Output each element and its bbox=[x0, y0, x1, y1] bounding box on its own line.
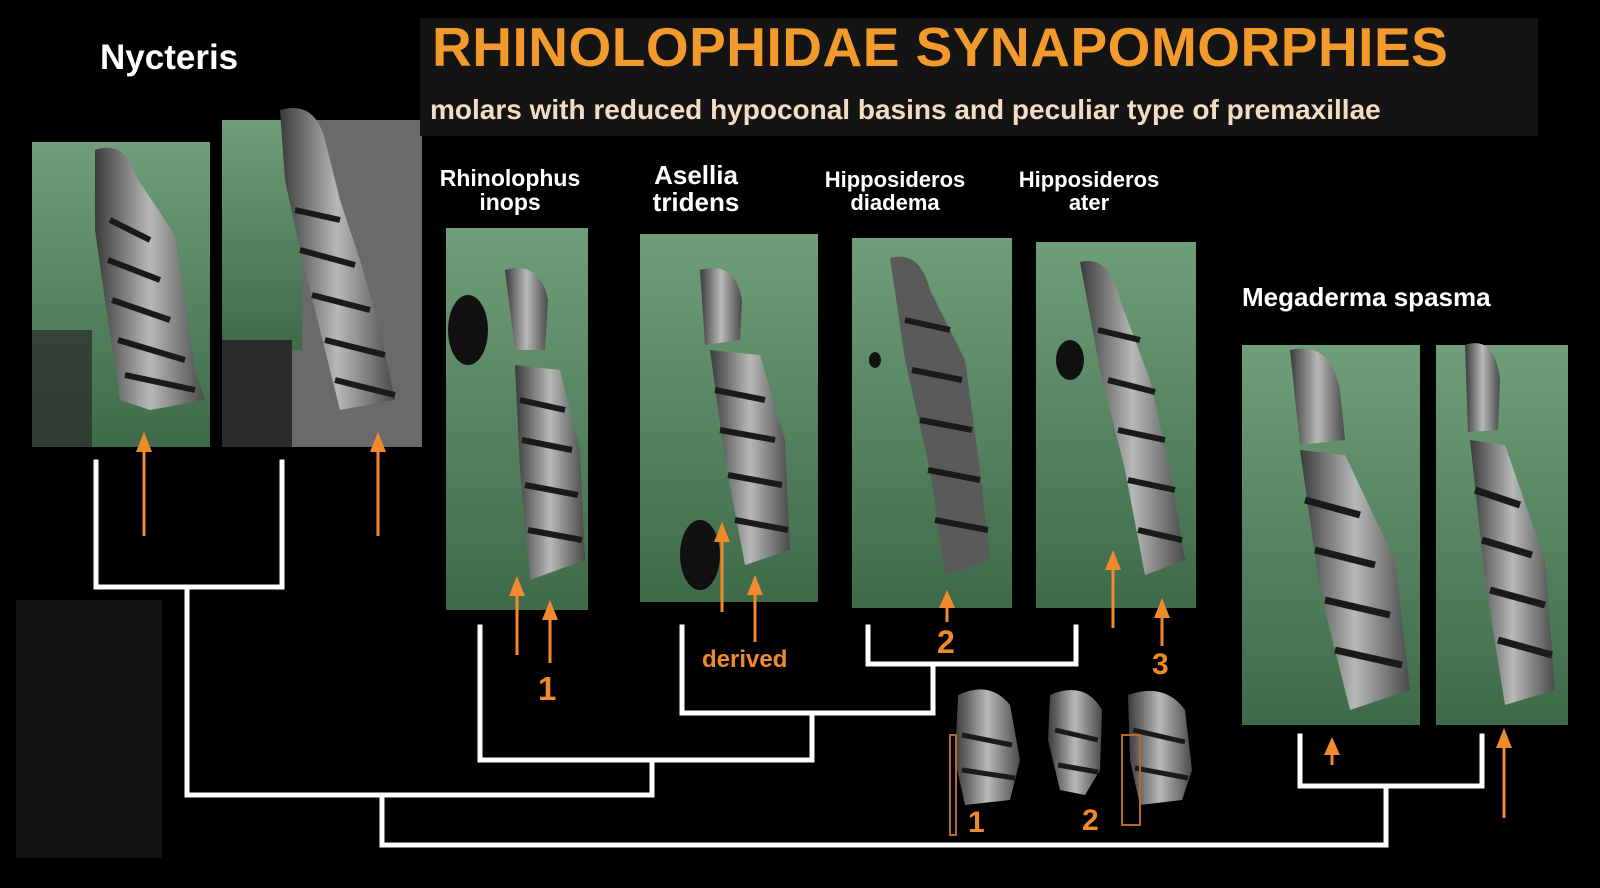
rhinolophus-specimen bbox=[446, 228, 588, 610]
megaderma-specimen-left bbox=[1242, 345, 1420, 725]
asellia-specimen bbox=[640, 234, 818, 602]
arrows bbox=[136, 432, 1512, 818]
nycteris-specimen-left bbox=[32, 142, 210, 447]
label-molar-2: 2 bbox=[1082, 804, 1099, 837]
hipposideros-diadema-specimen bbox=[852, 238, 1012, 608]
label-asellia-tridens: Asellia tridens bbox=[652, 160, 740, 218]
page-title: RHINOLOPHIDAE SYNAPOMORPHIES bbox=[432, 16, 1449, 78]
arrow-ater-a bbox=[1105, 550, 1121, 628]
arrow-rhinolophus-b bbox=[542, 600, 558, 663]
arrow-asellia-a bbox=[714, 522, 730, 612]
nycteris-specimen-right bbox=[222, 108, 422, 447]
page-subtitle: molars with reduced hypoconal basins and… bbox=[430, 94, 1381, 125]
arrow-megaderma-left bbox=[1324, 737, 1340, 765]
label-megaderma-spasma: Megaderma spasma bbox=[1242, 282, 1491, 312]
label-feature-3: 3 bbox=[1152, 648, 1169, 681]
isolated-molar-2 bbox=[1048, 690, 1102, 795]
label-molar-1: 1 bbox=[968, 806, 985, 839]
isolated-molar-1 bbox=[949, 689, 1020, 836]
arrow-nycteris-left bbox=[136, 432, 152, 536]
label-hipposideros-diadema: Hipposideros diadema bbox=[824, 167, 966, 216]
label-derived: derived bbox=[702, 646, 788, 673]
label-nycteris: Nycteris bbox=[100, 38, 239, 77]
label-hipposideros-ater: Hipposideros ater bbox=[1018, 167, 1160, 216]
arrow-ater-b bbox=[1154, 598, 1170, 646]
title-box bbox=[420, 18, 1538, 136]
label-feature-2: 2 bbox=[937, 624, 955, 660]
blank-panel bbox=[16, 600, 162, 858]
arrow-asellia-b bbox=[747, 575, 763, 642]
arrow-nycteris-right bbox=[370, 432, 386, 536]
arrow-diadema bbox=[939, 590, 955, 622]
arrow-rhinolophus-a bbox=[509, 576, 525, 655]
arrow-megaderma-right bbox=[1496, 728, 1512, 818]
phylogenetic-tree bbox=[93, 459, 1485, 848]
hipposideros-ater-specimen bbox=[1036, 242, 1196, 608]
label-rhinolophus-inops: Rhinolophus inops bbox=[439, 165, 581, 216]
isolated-molar-3 bbox=[1121, 690, 1192, 826]
megaderma-specimen-right bbox=[1436, 343, 1568, 725]
label-feature-1: 1 bbox=[538, 670, 557, 707]
